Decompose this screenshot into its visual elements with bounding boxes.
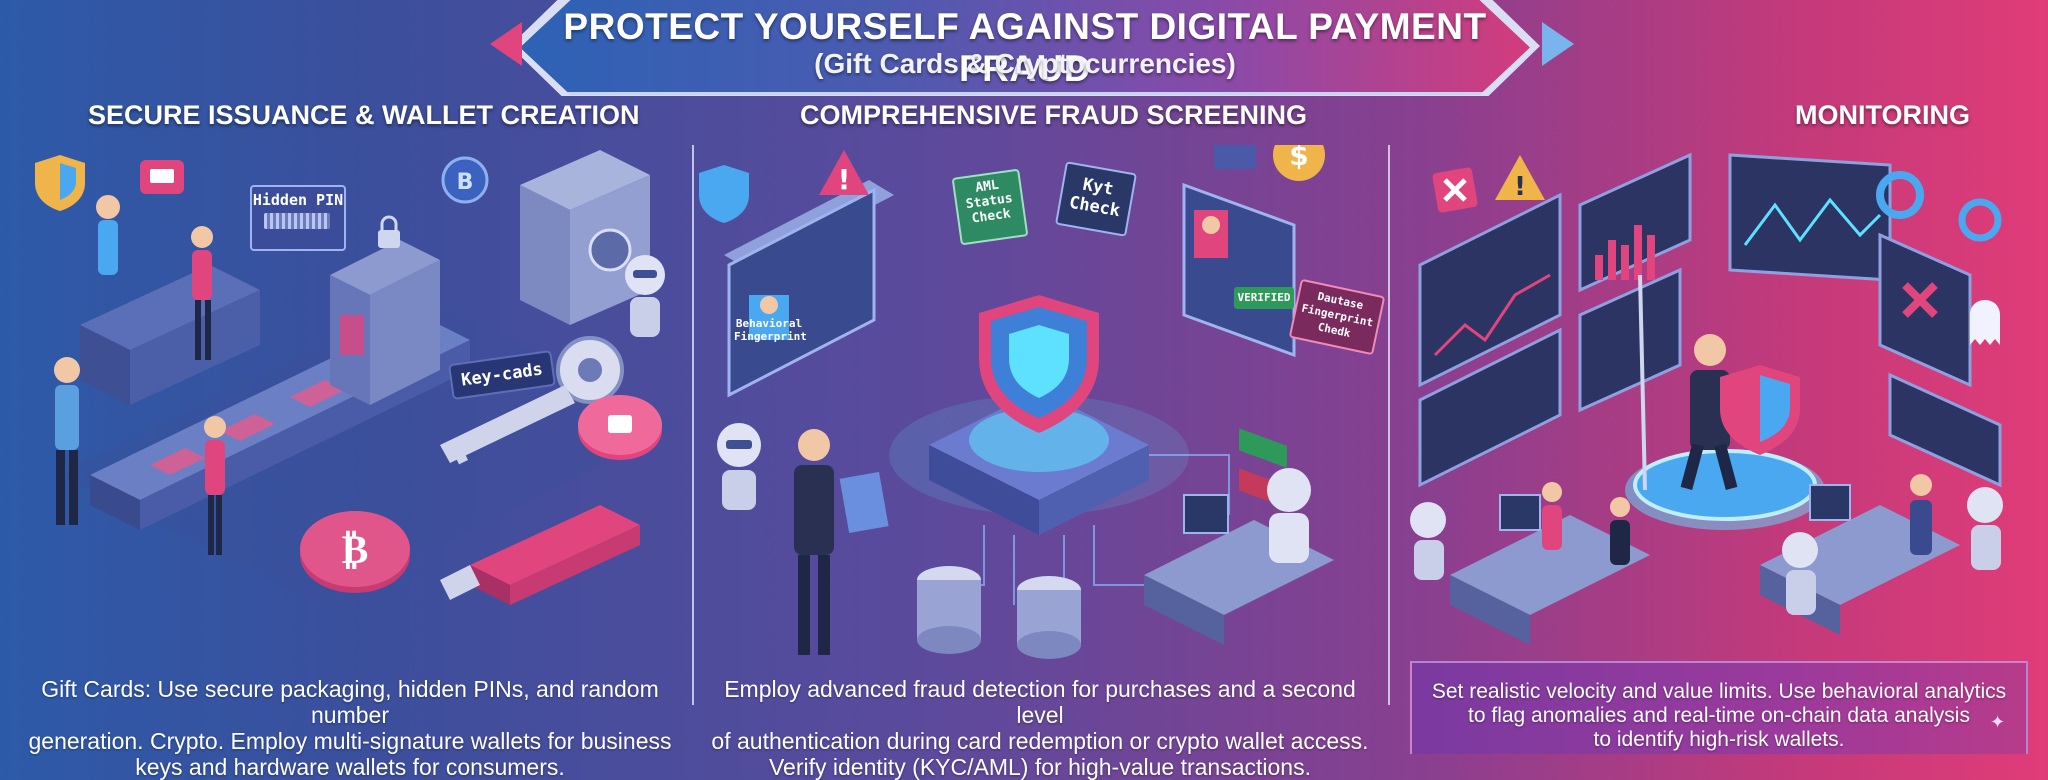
key-cards-label: Key-cads [460, 359, 544, 391]
illustration-secure-issuance: ₿ [0, 145, 690, 665]
description-line: Gift Cards: Use secure packaging, hidden… [41, 676, 659, 728]
heading-secure-issuance: SECURE ISSUANCE & WALLET CREATION [88, 100, 640, 130]
sparkle-icon: ✦ [1990, 712, 2006, 733]
description-line: keys and hardware wallets for consumers. [135, 754, 565, 780]
column-divider-1 [692, 145, 694, 705]
description-line: generation. Crypto. Employ multi-signatu… [28, 728, 672, 754]
description-line: to flag anomalies and real-time on-chain… [1468, 704, 1970, 727]
scratch-strip [264, 213, 330, 229]
monitoring-description-panel [1410, 661, 2028, 754]
description-line: Set realistic velocity and value limits.… [1431, 680, 2007, 703]
hidden-pin-card: Hidden PIN [250, 185, 346, 251]
svg-text:₿: ₿ [342, 527, 369, 573]
svg-text:!: ! [1514, 172, 1526, 202]
illustration-monitoring: ! [1390, 145, 2048, 665]
title-banner [520, 0, 1530, 95]
description-line: to identify high-risk wallets. [1593, 728, 1845, 751]
hidden-pin-label: Hidden PIN [252, 191, 344, 209]
illustration-fraud-screening: ! $ AML Status Check Kyt Check Behaviora… [694, 145, 1386, 665]
kyt-check-tag: Kyt Check [1054, 161, 1138, 237]
svg-text:!: ! [838, 163, 851, 196]
behavioral-fingerprint-label: Behavioral Fingerprint [734, 317, 807, 343]
page-title: PROTECT YOURSELF AGAINST DIGITAL PAYMENT… [563, 6, 1487, 89]
description-line: of authentication during card redemption… [711, 728, 1369, 754]
banner-left-arrow-icon [490, 22, 522, 66]
aml-status-check-tag: AML Status Check [951, 168, 1029, 246]
page-subtitle: (Gift Cards & Cryptocurrencies) [814, 48, 1236, 79]
verified-badge: VERIFIED [1234, 287, 1294, 309]
heading-fraud-screening: COMPREHENSIVE FRAUD SCREENING [800, 100, 1308, 130]
description-monitoring: Set realistic velocity and value limits.… [1412, 680, 2026, 752]
heading-monitoring: MONITORING [1795, 100, 1970, 130]
column-divider-2 [1388, 145, 1390, 705]
description-line: Employ advanced fraud detection for purc… [724, 676, 1356, 728]
verified-label: VERIFIED [1237, 291, 1291, 304]
kyt-check-label: Kyt Check [1067, 174, 1122, 222]
description-fraud-screening: Employ advanced fraud detection for purc… [700, 676, 1380, 780]
svg-text:$: $ [1289, 145, 1308, 172]
description-line: Verify identity (KYC/AML) for high-value… [768, 754, 1311, 780]
description-secure-issuance: Gift Cards: Use secure packaging, hidden… [10, 676, 690, 780]
banner-right-arrow-icon [1542, 22, 1574, 66]
svg-text:B: B [457, 170, 474, 195]
database-fingerprint-label: Dautase Fingerprint Chedk [1300, 289, 1375, 341]
behavioral-fingerprint-tag: Behavioral Fingerprint [734, 317, 807, 343]
aml-status-check-label: AML Status Check [964, 177, 1014, 227]
